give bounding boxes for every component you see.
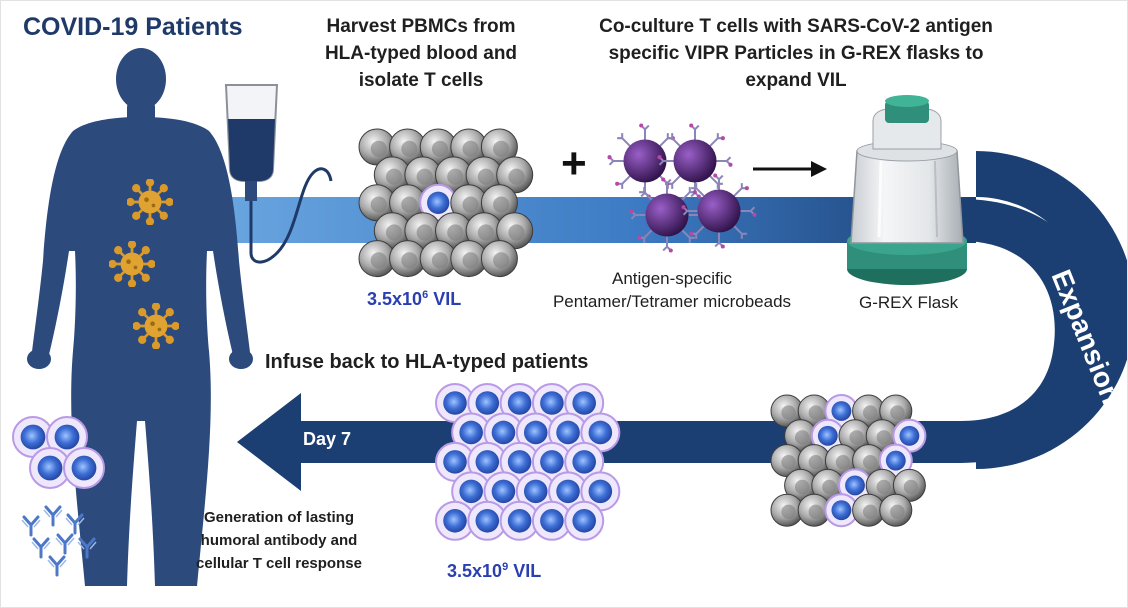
response-text: Generation of lasting humoral antibody a… <box>179 506 379 575</box>
t-cell-icon <box>389 240 427 278</box>
t-cell-icon <box>797 444 831 478</box>
vil-unit: VIL <box>508 561 542 581</box>
t-cell-icon <box>784 468 818 502</box>
arrow-right-icon <box>753 161 827 177</box>
virus-icon <box>109 241 155 287</box>
response-line: Generation of lasting <box>203 509 354 526</box>
antibody-icon <box>20 515 42 537</box>
activated-t-cell-icon <box>499 441 540 482</box>
activated-t-cell-icon <box>499 500 540 541</box>
activated-t-cell-icon <box>483 471 524 512</box>
activated-t-cell-icon <box>564 441 605 482</box>
day-label: Day 7 <box>303 429 352 449</box>
t-cell-icon <box>480 240 518 278</box>
virus-icon <box>127 179 173 225</box>
microbeads-label-line: Pentamer/Tetramer microbeads <box>552 292 792 311</box>
activated-t-cell-icon <box>548 471 589 512</box>
microbeads-label-line: Antigen-specific <box>611 269 732 288</box>
activated-t-cell-icon <box>824 394 859 428</box>
flask-label: G-REX Flask <box>859 293 959 312</box>
t-cell-icon <box>480 128 518 166</box>
t-cell-icon <box>770 444 804 478</box>
iv-bag-icon <box>224 84 333 264</box>
page-title: COVID-19 Patients <box>23 13 243 41</box>
activated-t-cell-icon <box>467 441 508 482</box>
antibody-icon <box>54 533 76 555</box>
t-cell-cluster-expanded <box>435 383 621 541</box>
t-cell-cluster-expanding <box>770 394 927 528</box>
t-cell-icon <box>465 156 503 194</box>
step-coculture-line: specific VIPR Particles in G-REX flasks … <box>608 43 984 64</box>
t-cell-icon <box>435 212 472 250</box>
t-cell-icon <box>450 184 488 222</box>
t-cell-icon <box>496 156 534 194</box>
activated-t-cell-icon <box>46 416 88 458</box>
step-coculture-line: Co-culture T cells with SARS-CoV-2 antig… <box>599 16 993 37</box>
activated-t-cell-icon <box>564 500 605 541</box>
activated-t-cell-icon <box>515 412 556 453</box>
step-infuse-text: Infuse back to HLA-typed patients <box>265 351 589 373</box>
antibody-icon <box>46 555 68 577</box>
t-cell-cluster-initial <box>358 128 534 278</box>
activated-t-cell-icon <box>838 468 872 503</box>
t-cell-icon <box>879 493 913 527</box>
vil-exponent: 6 <box>422 289 429 301</box>
activated-t-cell-icon <box>29 447 71 489</box>
t-cell-icon <box>879 394 913 428</box>
g-rex-flask-icon <box>847 95 967 285</box>
vil-unit: VIL <box>428 289 462 309</box>
t-cell-icon <box>358 240 396 278</box>
t-cell-icon <box>892 468 926 502</box>
t-cell-icon <box>852 493 886 527</box>
expansion-curve-band <box>961 199 1105 463</box>
t-cell-icon <box>480 184 518 222</box>
response-line: cellular T cell response <box>196 555 362 572</box>
step-coculture-line: expand VIL <box>745 70 847 91</box>
step-harvest-text: Harvest PBMCs from HLA-typed blood and i… <box>291 13 551 94</box>
t-cell-icon <box>389 184 427 222</box>
virus-icon <box>133 303 179 349</box>
t-cell-icon <box>852 444 886 478</box>
step-harvest-line: Harvest PBMCs from <box>326 16 516 37</box>
activated-t-cell-icon <box>878 443 913 478</box>
t-cell-icon <box>465 212 503 250</box>
initial-vil-count: 3.5x106 VIL <box>367 289 461 310</box>
t-cell-icon <box>784 419 818 453</box>
step-harvest-line: HLA-typed blood and <box>324 43 518 64</box>
t-cell-icon <box>770 394 804 428</box>
t-cell-icon <box>797 493 831 527</box>
activated-t-cell-icon <box>63 447 105 489</box>
t-cell-icon <box>496 212 534 250</box>
activated-t-cell-icon <box>467 500 508 541</box>
step-harvest-line: isolate T cells <box>358 70 484 91</box>
microbeads-label: Antigen-specific Pentamer/Tetramer micro… <box>517 267 827 313</box>
vil-base: 3.5x10 <box>367 289 423 309</box>
activated-t-cell-icon <box>499 383 540 423</box>
t-cell-icon <box>450 240 488 278</box>
expansion-curve-arrow <box>976 151 1127 469</box>
t-cell-icon <box>770 493 804 527</box>
antibody-icon <box>30 537 52 559</box>
antibody-icon <box>42 505 64 527</box>
response-line: humoral antibody and <box>200 532 358 549</box>
vil-base: 3.5x10 <box>447 561 503 581</box>
activated-t-cell-icon <box>531 383 572 423</box>
t-cell-icon <box>373 212 411 250</box>
activated-t-cell-group <box>12 416 105 489</box>
t-cell-icon <box>797 394 831 428</box>
expanded-vil-count: 3.5x109 VIL <box>447 561 541 582</box>
step-coculture-text: Co-culture T cells with SARS-CoV-2 antig… <box>561 13 1031 94</box>
plus-sign: + <box>561 139 587 188</box>
vil-exponent: 9 <box>502 561 509 573</box>
